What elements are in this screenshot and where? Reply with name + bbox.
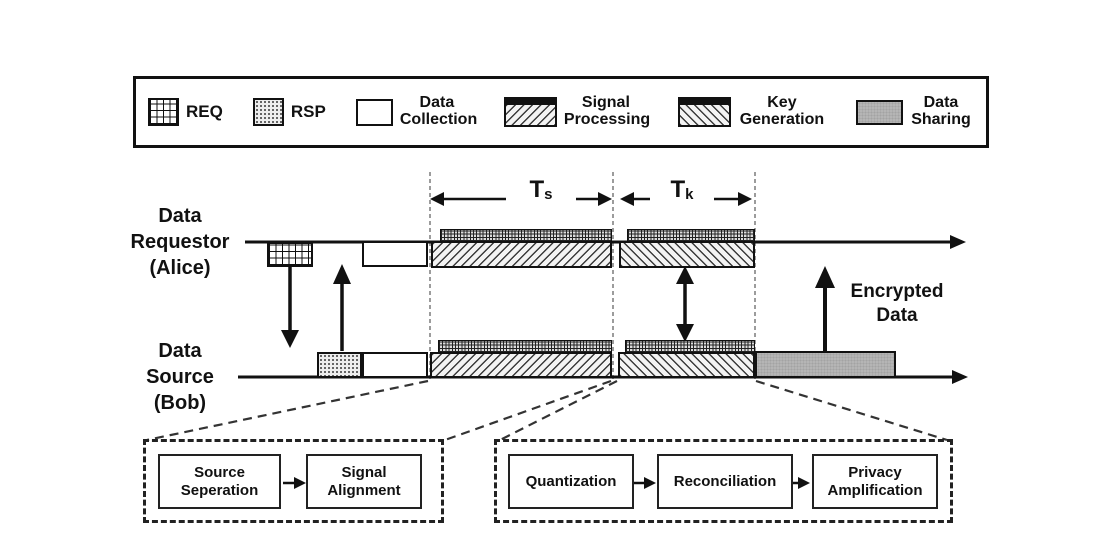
legend-item-req: REQ	[148, 98, 223, 126]
flow-step-arrows	[283, 477, 810, 489]
ts-span-label: Ts	[529, 176, 553, 203]
bob-key-generation-block	[618, 352, 755, 378]
legend: REQ RSP Data Collection Signal Processin…	[133, 76, 989, 148]
alice-data-collection-block	[362, 241, 428, 267]
legend-label-key-generation: Key Generation	[739, 94, 825, 128]
flow-step-privacy-amplification: Privacy Amplification	[812, 454, 938, 509]
flow-step-signal-alignment: Signal Alignment	[306, 454, 422, 509]
bob-data-sharing-block	[755, 351, 896, 378]
legend-item-key-generation: Key Generation	[677, 94, 826, 129]
legend-label-rsp: RSP	[290, 102, 326, 122]
legend-label-data-collection: Data Collection	[399, 94, 478, 128]
bob-signal-processing-block	[430, 352, 612, 378]
legend-item-signal-processing: Signal Processing	[503, 94, 651, 129]
legend-item-data-sharing: Data Sharing	[855, 94, 972, 129]
alice-key-generation-block	[619, 241, 755, 268]
encrypted-data-arrow	[815, 266, 835, 351]
key-generation-pattern-icon	[677, 97, 731, 127]
legend-label-data-sharing: Data Sharing	[911, 94, 971, 128]
tk-span-arrows	[620, 192, 752, 206]
legend-item-data-collection: Data Collection	[355, 94, 478, 129]
bob-rsp-block	[317, 352, 362, 378]
flow-step-quantization: Quantization	[508, 454, 634, 509]
ts-span-arrows	[430, 192, 612, 206]
flow-step-reconciliation: Reconciliation	[657, 454, 793, 509]
flow-step-source-seperation: Source Seperation	[158, 454, 281, 509]
bob-timeline-label: Data Source (Bob)	[146, 340, 214, 414]
tk-span-label: Tk	[670, 176, 694, 203]
legend-label-req: REQ	[186, 102, 223, 122]
legend-label-signal-processing: Signal Processing	[563, 94, 651, 128]
alice-req-block	[267, 242, 313, 267]
alice-timeline-label: Data Requestor (Alice)	[130, 205, 230, 279]
bob-data-collection-block	[362, 352, 428, 378]
legend-item-rsp: RSP	[252, 98, 326, 126]
key-generation-zoom-panel	[494, 439, 953, 523]
encrypted-data-label: Encrypted Data	[850, 281, 944, 326]
data-collection-pattern-icon	[355, 98, 393, 126]
req-pattern-icon	[148, 98, 179, 126]
key-agreement-double-arrow	[676, 266, 694, 342]
signal-processing-pattern-icon	[503, 97, 557, 127]
rsp-message-arrow	[333, 264, 351, 351]
signal-processing-zoom-panel	[143, 439, 444, 523]
req-message-arrow	[281, 267, 299, 348]
zoom-connector-lines	[146, 379, 948, 442]
alice-signal-processing-block	[431, 241, 612, 268]
data-sharing-pattern-icon	[855, 99, 903, 125]
rsp-pattern-icon	[252, 98, 284, 126]
